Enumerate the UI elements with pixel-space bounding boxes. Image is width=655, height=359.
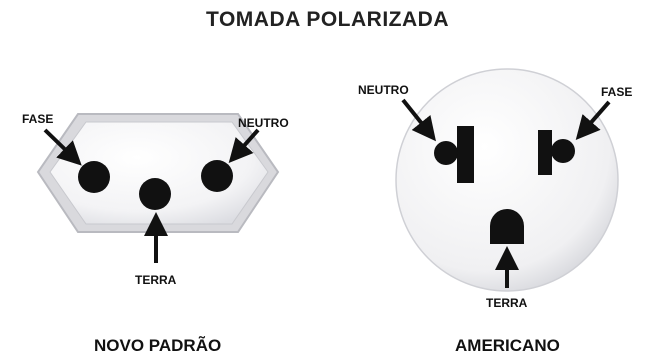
caption-americano: AMERICANO xyxy=(455,336,560,355)
terra-hole-us xyxy=(490,209,524,244)
americano-outlet xyxy=(395,68,619,292)
label-neutro-right: NEUTRO xyxy=(358,83,409,97)
outlet-round-plate xyxy=(395,68,619,292)
caption-novo-padrao: NOVO PADRÃO xyxy=(94,336,222,355)
label-fase-left: FASE xyxy=(22,112,54,126)
page-title: TOMADA POLARIZADA xyxy=(206,8,449,31)
label-fase-right: FASE xyxy=(601,85,633,99)
fase-slot-shadow xyxy=(551,139,575,163)
neutro-arrow-left xyxy=(228,128,260,163)
fase-hole xyxy=(78,161,110,193)
fase-slot xyxy=(538,130,552,175)
fase-arrow-right xyxy=(575,100,611,141)
fase-arrow-left xyxy=(43,128,82,166)
neutro-hole xyxy=(201,160,233,192)
label-terra-left: TERRA xyxy=(135,273,177,287)
terra-hole xyxy=(139,178,171,210)
label-terra-right: TERRA xyxy=(486,296,528,310)
neutro-arrow-right xyxy=(401,98,436,142)
label-neutro-left: NEUTRO xyxy=(238,116,289,130)
outlet-inner-plate xyxy=(49,121,269,225)
neutro-slot-shadow xyxy=(434,141,458,165)
novo-padrao-outlet xyxy=(36,113,280,233)
neutro-slot xyxy=(457,126,474,183)
